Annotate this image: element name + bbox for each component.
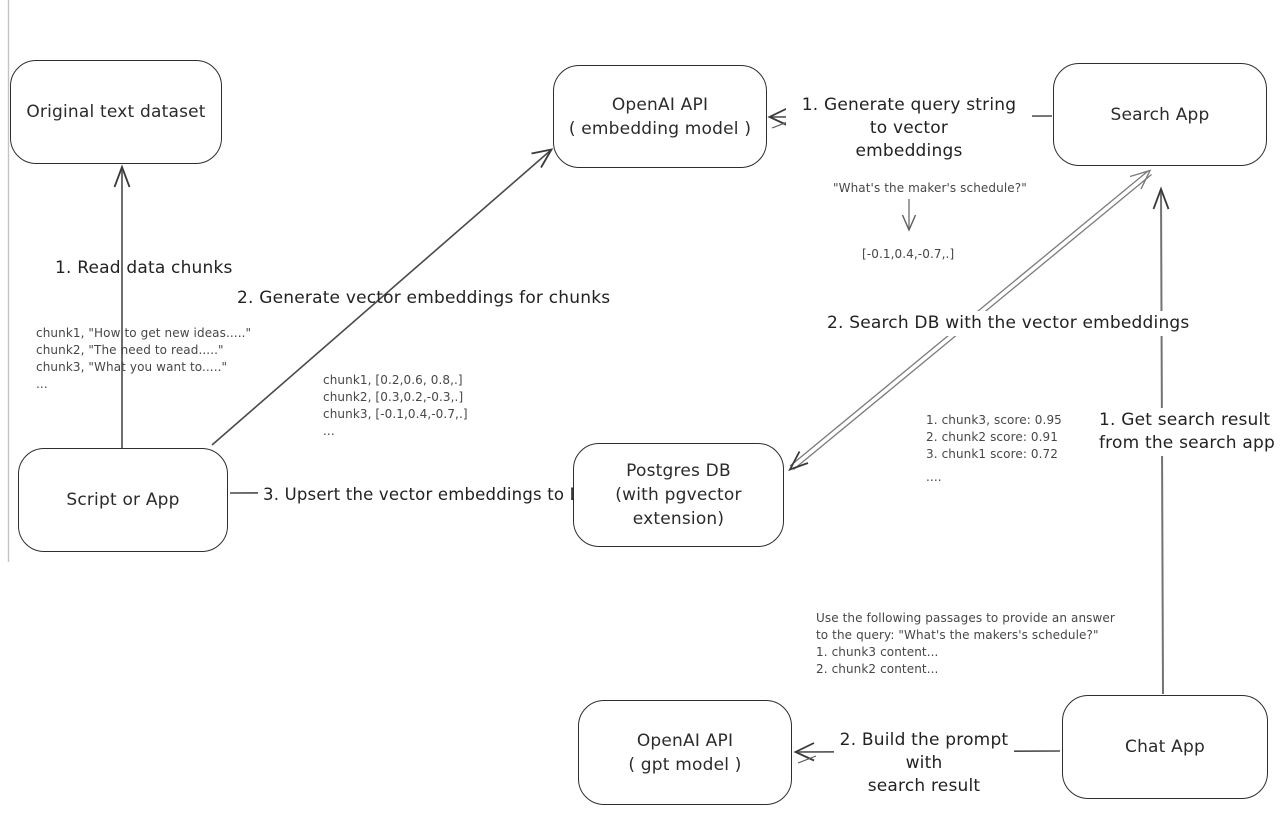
annotation-chunk-vectors: chunk1, [0.2,0.6, 0.8,.] chunk2, [0.3,0.… xyxy=(323,372,468,440)
label-build-prompt: 2. Build the prompt with search result xyxy=(834,728,1014,799)
label-read-data-chunks: 1. Read data chunks xyxy=(55,258,233,278)
node-label: Script or App xyxy=(66,490,180,510)
annotation-line: to the query: "What's the makers's sched… xyxy=(816,628,1099,642)
annotation-prompt-text: Use the following passages to provide an… xyxy=(816,610,1115,678)
annotation-line: 1. chunk3 content... xyxy=(816,645,939,659)
annotation-line: chunk3, [-0.1,0.4,-0.7,.] xyxy=(323,407,468,421)
node-label-line1: OpenAI API xyxy=(611,94,709,115)
node-original-text-dataset: Original text dataset xyxy=(10,60,222,164)
node-script-or-app: Script or App xyxy=(18,448,228,552)
annotation-line: chunk3, "What you want to....." xyxy=(36,360,228,374)
node-label-line2: ( embedding model ) xyxy=(568,118,752,139)
node-openai-embedding: OpenAI API ( embedding model ) xyxy=(553,65,767,168)
label-upsert-to-db: 3. Upsert the vector embeddings to DB xyxy=(258,482,600,507)
label-get-search-result: 1. Get search result from the search app xyxy=(1094,408,1280,456)
annotation-line: chunk1, "How to get new ideas....." xyxy=(36,326,252,340)
annotation-line: 3. chunk1 score: 0.72 xyxy=(926,447,1058,461)
node-label: Chat App xyxy=(1125,737,1205,757)
label-line1: 1. Generate query string to vector xyxy=(801,95,1017,138)
annotation-query-vector: [-0.1,0.4,-0.7,.] xyxy=(862,247,955,261)
node-postgres-db: Postgres DB (with pgvector extension) xyxy=(573,443,784,547)
annotation-line: chunk1, [0.2,0.6, 0.8,.] xyxy=(323,373,463,387)
label-line2: from the search app xyxy=(1099,433,1275,453)
annotation-query-example: "What's the maker's schedule?" xyxy=(833,181,1027,195)
node-label-line2: ( gpt model ) xyxy=(628,754,742,775)
node-chat-app: Chat App xyxy=(1062,695,1268,799)
label-query-to-vector: 1. Generate query string to vector embed… xyxy=(786,93,1032,164)
label-search-db: 2. Search DB with the vector embeddings xyxy=(822,311,1195,336)
arrow-read-data-chunks xyxy=(113,164,131,448)
annotation-line: chunk2, [0.3,0.2,-0.3,.] xyxy=(323,390,464,404)
annotation-line: .... xyxy=(926,470,942,484)
annotation-line: ... xyxy=(323,424,335,438)
label-line1: 2. Build the prompt with xyxy=(839,730,1009,773)
annotation-line: 2. chunk2 content... xyxy=(816,662,939,676)
annotation-line: 1. chunk3, score: 0.95 xyxy=(926,413,1062,427)
arrow-generate-embeddings xyxy=(211,148,554,446)
label-generate-embeddings: 2. Generate vector embeddings for chunks xyxy=(237,288,611,308)
node-openai-gpt: OpenAI API ( gpt model ) xyxy=(578,700,792,805)
node-label: Search App xyxy=(1110,104,1210,125)
node-label-line2: (with pgvector extension) xyxy=(615,485,742,529)
node-search-app: Search App xyxy=(1053,63,1267,166)
annotation-line: 2. chunk2 score: 0.91 xyxy=(926,430,1058,444)
annotation-line: ... xyxy=(36,377,48,391)
annotation-search-scores: 1. chunk3, score: 0.95 2. chunk2 score: … xyxy=(926,412,1062,486)
node-label-line1: OpenAI API xyxy=(636,730,734,751)
annotation-chunk-texts: chunk1, "How to get new ideas....." chun… xyxy=(36,325,251,393)
node-label-line1: Postgres DB xyxy=(626,461,731,481)
label-line2: embeddings xyxy=(855,141,963,161)
label-line2: search result xyxy=(867,776,981,796)
arrow-query-down xyxy=(901,199,917,232)
annotation-line: Use the following passages to provide an… xyxy=(816,611,1115,625)
annotation-line: chunk2, "The need to read....." xyxy=(36,343,224,357)
label-line1: 1. Get search result xyxy=(1099,410,1271,430)
node-label: Original text dataset xyxy=(26,102,206,122)
